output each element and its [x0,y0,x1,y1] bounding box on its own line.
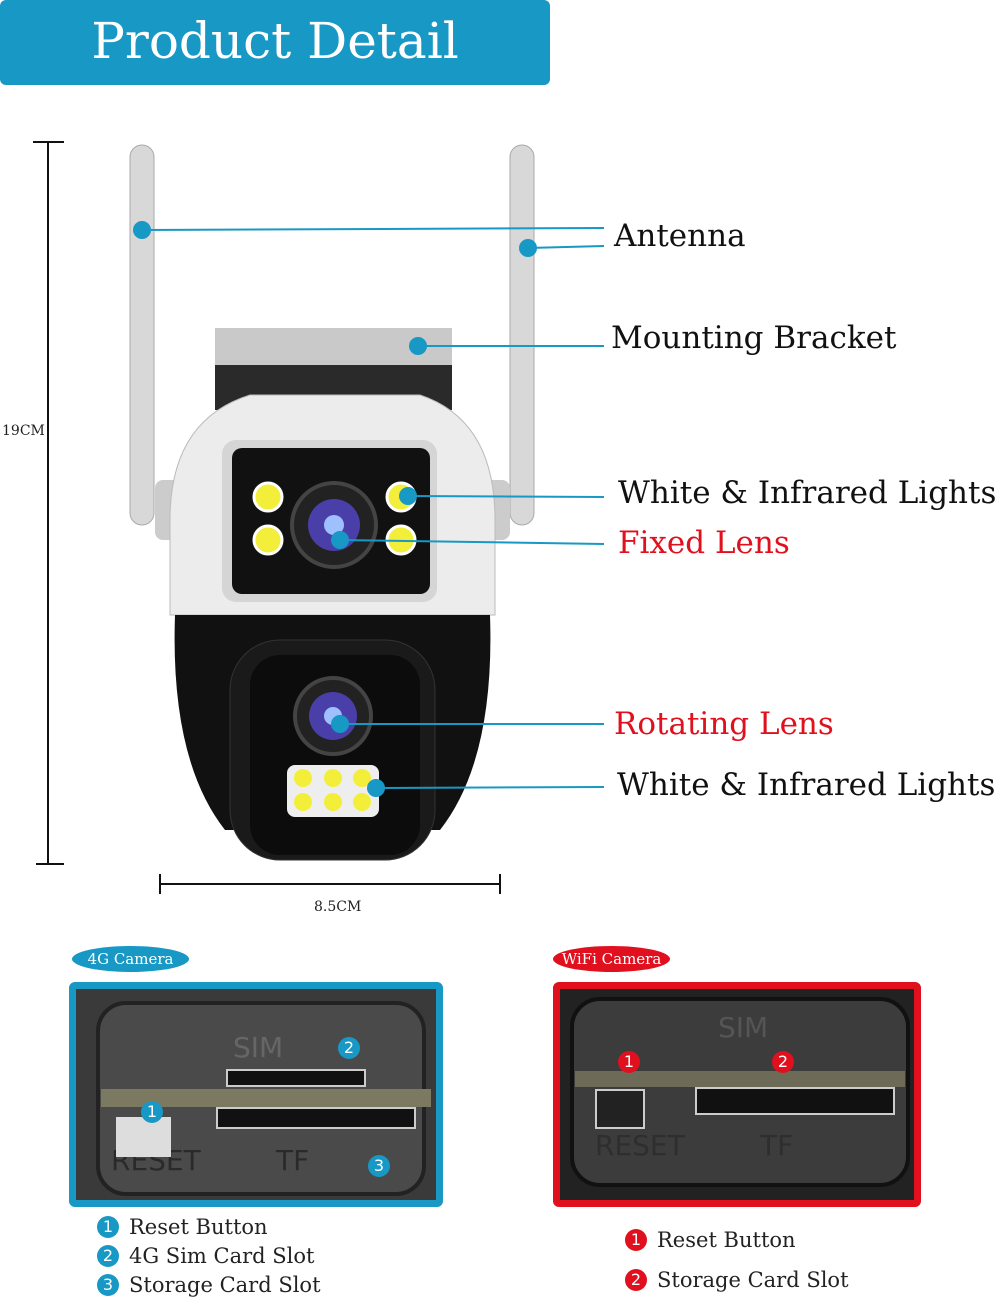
marker-2: 2 [772,1051,794,1073]
legend-4g: 1 Reset Button 2 4G Sim Card Slot 3 Storage… [97,1212,321,1299]
photo-wifi-slots: SIM RESET TF 1 2 [553,982,921,1207]
callout-upper-lights: White & Infrared Lights [618,475,997,511]
legend-reset-button: Reset Button [129,1214,268,1239]
callout-mounting-bracket: Mounting Bracket [611,320,897,356]
legend-sim-slot: 4G Sim Card Slot [129,1243,315,1268]
marker-1: 1 [618,1051,640,1073]
page-title: Product Detail Analysis [0,0,550,152]
legend-reset-button: Reset Button [657,1228,796,1252]
callout-fixed-lens: Fixed Lens [618,525,790,561]
legend-wifi: 1 Reset Button 2 Storage Card Slot [625,1220,849,1300]
callout-lower-lights: White & Infrared Lights [617,767,996,803]
printed-reset: RESET [595,1129,685,1162]
badge-wifi-camera: WiFi Camera [553,946,670,972]
dimension-height [33,141,64,865]
legend-number: 2 [625,1269,647,1291]
callout-antenna: Antenna [614,218,746,254]
marker-1: 1 [141,1101,163,1123]
printed-tf: TF [276,1144,310,1177]
photo-4g-slots: SIM RESET TF 1 2 3 [69,982,443,1207]
legend-number: 1 [97,1215,119,1238]
legend-number: 2 [97,1244,119,1267]
height-dimension-label: 19CM [2,423,45,439]
badge-4g-camera: 4G Camera [72,946,189,972]
legend-number: 3 [97,1273,119,1296]
legend-number: 1 [625,1229,647,1251]
dimension-width [159,874,501,894]
width-dimension-label: 8.5CM [314,899,362,915]
camera-illustration [33,141,605,894]
antenna-left [129,144,155,526]
legend-storage-slot: Storage Card Slot [657,1268,849,1292]
marker-3: 3 [368,1155,390,1177]
marker-2: 2 [338,1037,360,1059]
printed-sim: SIM [233,1031,284,1064]
leader-lines [133,221,605,797]
callout-rotating-lens: Rotating Lens [614,706,834,742]
antenna-right [509,144,535,526]
legend-storage-slot: Storage Card Slot [129,1272,321,1297]
printed-tf: TF [760,1129,794,1162]
printed-sim: SIM [718,1011,769,1044]
